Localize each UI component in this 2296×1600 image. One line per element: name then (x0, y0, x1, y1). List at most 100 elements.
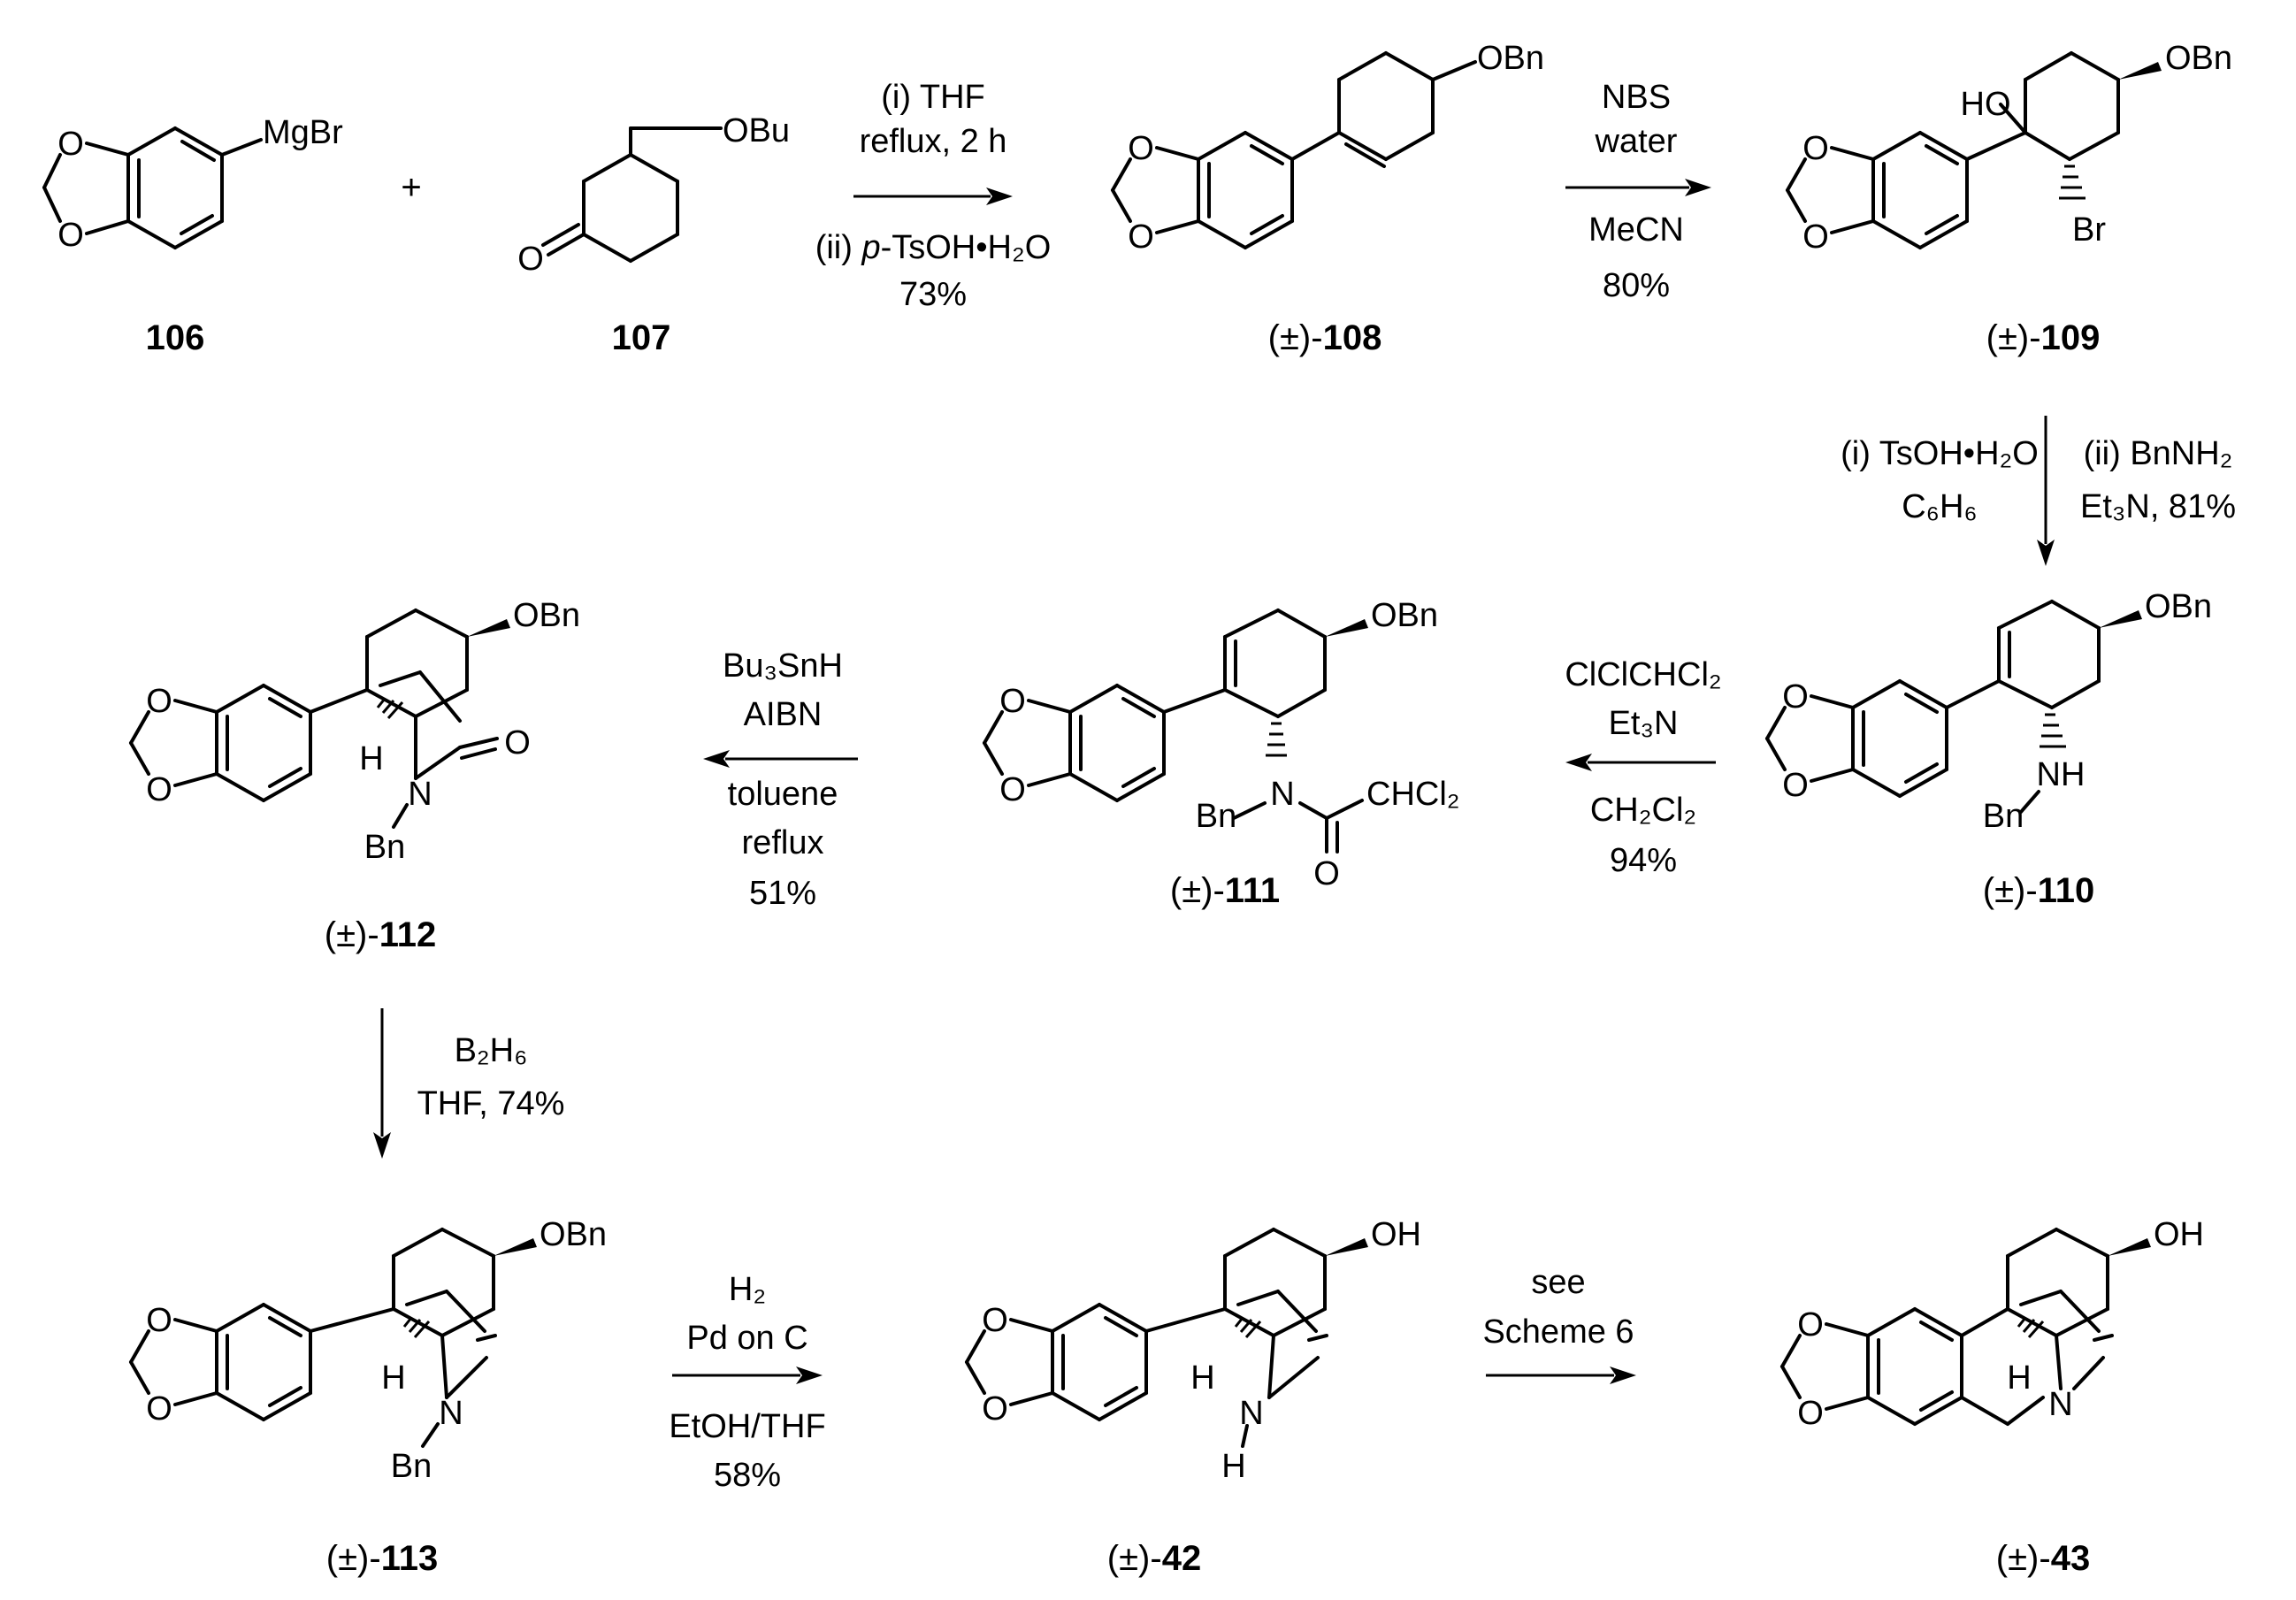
dioxole-oxygen: O (1797, 1306, 1824, 1344)
step-3-condition: (i) TsOH•H₂O (1841, 435, 2039, 472)
dioxole-oxygen: O (999, 771, 1026, 808)
compound-111-structure: O O OBn N Bn CHCl₂ O (983, 597, 1460, 892)
nitrogen-label: N (2048, 1386, 2072, 1423)
hydroxyl-label: HO (1961, 86, 2011, 123)
step-3-condition: (ii) BnNH₂ (2084, 435, 2233, 472)
plus-sign: + (401, 168, 421, 207)
compound-label-109: (±)-109 (1986, 318, 2101, 357)
nitrogen-label: N (1239, 1395, 1263, 1432)
compound-label-113: (±)-113 (326, 1539, 438, 1578)
compound-110-structure: O O OBn NH Bn (1765, 588, 2212, 835)
dioxole-oxygen: O (57, 217, 84, 254)
benzyl-label: Bn (1196, 798, 1236, 835)
carbonyl-oxygen: O (1313, 855, 1340, 892)
step-2-condition: MeCN (1588, 211, 1684, 249)
step-4-condition: CH₂Cl₂ (1590, 792, 1696, 829)
step-3-condition: C₆H₆ (1902, 488, 1978, 525)
hydrogen-label: H (359, 740, 383, 777)
dioxole-oxygen: O (1802, 218, 1829, 256)
step-1-yield: 73% (899, 276, 967, 313)
dioxole-oxygen: O (146, 771, 172, 808)
step-1-condition: (i) THF (881, 79, 985, 116)
compound-108-structure: O O OBn (1111, 40, 1544, 256)
benzyloxy-label: OBn (1371, 597, 1438, 634)
dioxole-oxygen: O (982, 1302, 1008, 1339)
step-5-condition: Bu₃SnH (723, 647, 843, 685)
hydroxyl-label: OH (2154, 1216, 2204, 1253)
dioxole-oxygen: O (1782, 767, 1809, 804)
reaction-arrow-step-4 (1565, 754, 1716, 771)
step-7-condition: Pd on C (686, 1320, 807, 1357)
dioxole-oxygen: O (1802, 130, 1829, 167)
butoxy-label: OBu (723, 112, 790, 149)
step-5-yield: 51% (749, 875, 816, 912)
hydrogen-label: H (2007, 1359, 2031, 1397)
step-1-condition: reflux, 2 h (860, 123, 1007, 160)
step-7-yield: 58% (714, 1457, 781, 1494)
step-5-condition: reflux (742, 824, 824, 861)
step-2-condition: NBS (1602, 79, 1671, 116)
step-4-condition: Et₃N (1609, 705, 1679, 742)
dioxole-oxygen: O (146, 1302, 172, 1339)
benzyloxy-label: OBn (1477, 40, 1544, 77)
amine-hydrogen-label: H (1221, 1448, 1245, 1485)
dioxole-oxygen: O (982, 1390, 1008, 1428)
dioxole-oxygen: O (146, 1390, 172, 1428)
reaction-arrow-step-1 (853, 188, 1013, 205)
step-7-condition: EtOH/THF (669, 1408, 825, 1445)
benzyl-label: Bn (391, 1448, 432, 1485)
bromine-label: Br (2072, 211, 2106, 249)
hydrogen-label: H (1190, 1359, 1214, 1397)
reaction-arrow-step-3 (2037, 416, 2055, 566)
nitrogen-label: N (439, 1395, 463, 1432)
compound-label-107: 107 (612, 318, 671, 357)
step-1-condition: (ii) p-TsOH•H₂O (815, 229, 1052, 266)
compound-106-structure: O O MgBr (42, 114, 343, 254)
step-8-condition: see (1531, 1264, 1585, 1301)
step-2-yield: 80% (1603, 267, 1670, 304)
benzyloxy-label: OBn (513, 597, 580, 634)
dichloromethyl-label: CHCl₂ (1366, 776, 1460, 813)
dioxole-oxygen: O (1128, 218, 1154, 256)
benzyloxy-label: OBn (540, 1216, 607, 1253)
hydroxyl-label: OH (1371, 1216, 1421, 1253)
hydrogen-label: H (381, 1359, 405, 1397)
compound-113-structure: O O OBn H N Bn (129, 1216, 607, 1485)
benzyloxy-label: OBn (2145, 588, 2212, 625)
step-6-condition: B₂H₆ (455, 1032, 528, 1069)
magnesium-bromide-label: MgBr (263, 114, 343, 151)
step-6-condition: THF, 74% (417, 1085, 565, 1122)
step-2-condition: water (1595, 123, 1678, 160)
benzyl-label: Bn (1983, 798, 2024, 835)
compound-112-structure: O O OBn H N Bn O (129, 597, 580, 866)
nitrogen-label: N (1270, 776, 1294, 813)
benzyl-label: Bn (364, 829, 405, 866)
dioxole-oxygen: O (999, 683, 1026, 720)
carbonyl-oxygen: O (504, 724, 531, 762)
reaction-arrow-step-8 (1486, 1367, 1636, 1384)
compound-label-42: (±)-42 (1107, 1539, 1201, 1578)
dioxole-oxygen: O (1128, 130, 1154, 167)
compound-109-structure: O O HO OBn Br (1786, 40, 2232, 256)
compound-label-106: 106 (146, 318, 205, 357)
step-3-condition: Et₃N, 81% (2080, 488, 2236, 525)
dioxole-oxygen: O (57, 126, 84, 163)
dioxole-oxygen: O (146, 683, 172, 720)
reaction-arrow-step-5 (703, 750, 858, 768)
compound-label-110: (±)-110 (1983, 871, 2094, 910)
dioxole-oxygen: O (1782, 678, 1809, 716)
compound-label-108: (±)-108 (1268, 318, 1382, 357)
step-5-condition: AIBN (744, 696, 823, 733)
compound-42-structure: O O OH H N H (965, 1216, 1421, 1485)
step-7-condition: H₂ (729, 1271, 766, 1308)
dioxole-oxygen: O (1797, 1395, 1824, 1432)
carbonyl-oxygen: O (517, 241, 544, 278)
reaction-arrow-step-2 (1565, 179, 1711, 196)
compound-107-structure: OBu O (517, 112, 790, 278)
reaction-arrow-step-7 (672, 1367, 823, 1384)
amine-label: NH (2037, 756, 2086, 793)
compound-label-111: (±)-111 (1170, 871, 1280, 910)
compound-label-112: (±)-112 (325, 915, 436, 954)
reaction-arrow-step-6 (373, 1008, 391, 1159)
step-5-condition: toluene (728, 776, 838, 813)
